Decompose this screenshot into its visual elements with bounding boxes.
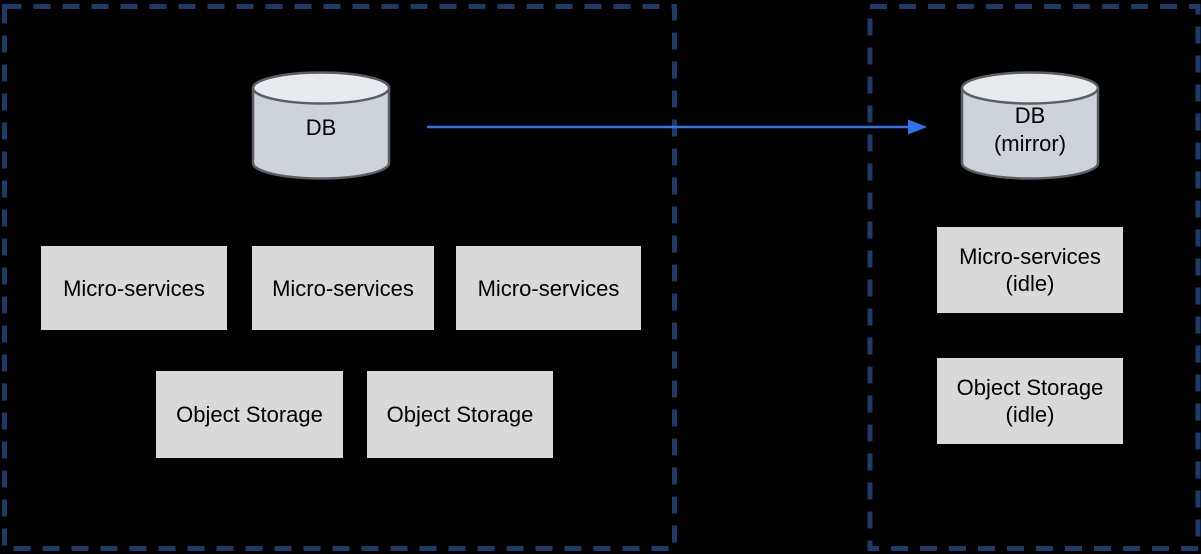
db-label-text: DB xyxy=(305,115,337,140)
node-sublabel: (idle) xyxy=(1005,271,1055,296)
microservices-idle-node: Micro-services (idle) xyxy=(937,227,1123,313)
primary-db-cylinder-top xyxy=(251,71,391,105)
node-sublabel: (idle) xyxy=(1005,402,1055,427)
node-label: Object Storage xyxy=(386,402,534,427)
mirror-db-cylinder-body xyxy=(960,88,1100,180)
microservices-node-2: Micro-services xyxy=(252,246,434,330)
node-label: Micro-services xyxy=(477,275,620,301)
node-label: Micro-services xyxy=(959,244,1101,269)
replication-arrowhead-icon xyxy=(908,119,927,135)
primary-region-border xyxy=(2,4,677,551)
node-label: Object Storage xyxy=(176,402,323,427)
mirror-db-cylinder-top xyxy=(960,71,1100,105)
primary-db-label: DB xyxy=(253,114,389,142)
mirror-db-label: DB (mirror) xyxy=(962,102,1098,158)
microservices-node-3: Micro-services xyxy=(456,246,641,330)
primary-db-cylinder-icon xyxy=(251,71,391,180)
object-storage-node-2: Object Storage xyxy=(367,371,553,458)
primary-db-cylinder-body xyxy=(251,88,391,180)
node-label: Micro-services xyxy=(63,275,205,301)
node-label: Object Storage xyxy=(956,375,1104,400)
db-mirror-label-text: DB xyxy=(1014,103,1046,128)
object-storage-idle-node: Object Storage (idle) xyxy=(937,358,1123,444)
microservices-node-1: Micro-services xyxy=(41,246,227,330)
db-mirror-sublabel-text: (mirror) xyxy=(993,131,1067,156)
node-label: Micro-services xyxy=(272,275,414,301)
object-storage-node-1: Object Storage xyxy=(156,371,343,458)
mirror-db-cylinder-icon xyxy=(960,71,1100,180)
